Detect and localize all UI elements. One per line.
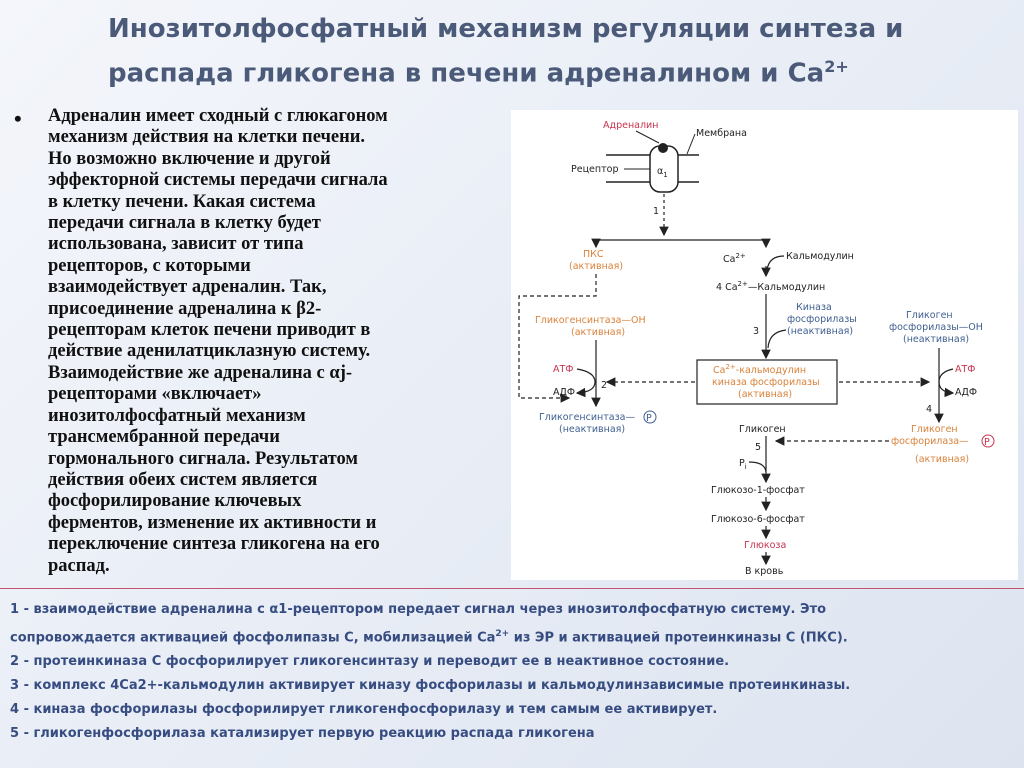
box-line-2: киназа фосфорилазы <box>712 377 820 388</box>
title-line-2: распада гликогена в печени адреналином и… <box>108 57 849 89</box>
adp-right: АДФ <box>955 387 977 398</box>
calmodulin-label: Кальмодулин <box>786 251 854 262</box>
ca4-calmodulin-label: 4 Ca2+—Кальмодулин <box>716 280 825 293</box>
atp-left: АТФ <box>553 364 573 375</box>
gs-active-label: Гликогенсинтаза—ОН <box>535 315 646 326</box>
note-3: 3 - комплекс 4Са2+-кальмодулин активируе… <box>10 678 851 694</box>
note-4: 4 - киназа фосфорилазы фосфорилирует гли… <box>10 702 718 718</box>
ca-label: Ca2+ <box>723 252 746 265</box>
alpha1-label: α1 <box>657 166 668 179</box>
active-kinase-box <box>696 359 838 405</box>
adp-left: АДФ <box>553 387 575 398</box>
gp-active-state: (активная) <box>915 454 969 465</box>
membrane-label: Мембрана <box>696 128 747 139</box>
bullet-line: Адреналин имеет сходный с глюкагоном <box>48 106 388 126</box>
diagram-svg: Адреналин Мембрана Рецептор α1 1 ПКС (ак… <box>518 120 995 577</box>
footnotes: 1 - взаимодействие адреналина с α1-рецеп… <box>10 598 1015 746</box>
note-2: 2 - протеинкиназа С фосфорилирует гликог… <box>10 654 730 670</box>
bullet-line: трансмембранной передачи <box>48 427 280 448</box>
box-line-1: Ca2+-кальмодулин <box>713 363 806 376</box>
note-5: 5 - гликогенфосфорилаза катализирует пер… <box>10 726 595 742</box>
step-5-number: 5 <box>755 442 761 453</box>
kinase-inactive-title-1: Киназа <box>796 302 832 313</box>
bullet-line: присоединение адреналина к β2- <box>48 298 322 319</box>
bullet-line: действие аденилатциклазную систему. <box>48 341 371 362</box>
kinase-inactive-title-2: фосфорилазы <box>787 314 857 325</box>
bullet-line: инозитолфосфатный механизм <box>48 405 306 426</box>
bullet-line: рецепторам клеток печени приводит в <box>48 320 371 341</box>
gp-inactive-title-1: Гликоген <box>906 310 953 321</box>
receptor-shape <box>649 143 679 193</box>
bullet-line: фосфорилирование ключевых <box>48 491 302 512</box>
note-1b: сопровождается активацией фосфолипазы С,… <box>10 629 848 646</box>
atp-right: АТФ <box>955 364 975 375</box>
title-line-1: Инозитолфосфатный механизм регуляции син… <box>108 14 904 44</box>
bullet-line: взаимодействует адреналин. Так, <box>48 277 327 298</box>
slide-title: Инозитолфосфатный механизм регуляции син… <box>108 10 1008 93</box>
bullet-line: действия обеих систем является <box>48 469 318 490</box>
bullet-line: Но возможно включение и другой <box>48 148 331 169</box>
step-3-number: 3 <box>753 326 759 337</box>
box-line-3: (активная) <box>738 389 792 400</box>
pkc-label: ПКС <box>583 249 604 260</box>
glucose-label: Глюкоза <box>744 540 786 551</box>
bullet-line: передачи сигнала в клетку будет <box>48 213 321 234</box>
pkc-state: (активная) <box>569 261 623 272</box>
adrenalin-ligand <box>658 143 668 153</box>
bullet-line: распад. <box>48 555 110 576</box>
gp-inactive-state: (неактивная) <box>903 334 969 345</box>
pi-label: Pi <box>739 458 747 471</box>
bullet-line: Взаимодействие же адреналина с αj- <box>48 362 353 383</box>
phosphate-icon <box>643 410 657 424</box>
bullet-line: в клетку печени. Какая система <box>48 191 316 212</box>
gs-phospho-state: (неактивная) <box>559 424 625 435</box>
bullet-line: использована, зависит от типа <box>48 234 304 255</box>
note-1a: 1 - взаимодействие адреналина с α1-рецеп… <box>10 602 827 617</box>
to-blood-label: В кровь <box>745 566 784 577</box>
gp-active-title-2: фосфорилаза— <box>891 436 969 447</box>
gs-phospho-p: P <box>646 413 652 424</box>
bullet-line: переключение синтеза гликогена на его <box>48 534 380 555</box>
gs-phospho-label: Гликогенсинтаза— <box>539 412 635 423</box>
kinase-inactive-state: (неактивная) <box>787 326 853 337</box>
bullet-line: рецепторов, с которыми <box>48 255 251 276</box>
signaling-diagram: Адреналин Мембрана Рецептор α1 1 ПКС (ак… <box>511 110 1018 580</box>
gp-active-title-1: Гликоген <box>911 424 958 435</box>
bullet-line: механизм действия на клетки печени. <box>48 127 366 148</box>
g6p-label: Глюкозо-6-фосфат <box>711 514 805 525</box>
bullet-line: рецепторами «включает» <box>48 384 262 405</box>
step-4-number: 4 <box>926 404 932 415</box>
receptor-label: Рецептор <box>571 164 618 175</box>
glycogen-label: Гликоген <box>739 424 786 435</box>
step-1-number: 1 <box>653 206 659 217</box>
bullet-text: Адреналин имеет сходный с глюкагоном мех… <box>48 106 504 577</box>
bullet-line: гормонального сигнала. Результатом <box>48 448 358 469</box>
gp-active-p: P <box>984 437 990 448</box>
gs-active-state: (активная) <box>571 327 625 338</box>
bullet-marker: • <box>14 106 22 131</box>
step-2-number: 2 <box>601 380 607 391</box>
gp-inactive-title-2: фосфорилазы—ОН <box>889 322 983 333</box>
phosphate-icon <box>981 434 995 448</box>
adrenalin-label: Адреналин <box>603 120 658 131</box>
section-divider <box>0 588 1024 589</box>
bullet-line: эффекторной системы передачи сигнала <box>48 170 388 191</box>
bullet-line: ферментов, изменение их активности и <box>48 512 377 533</box>
g1p-label: Глюкозо-1-фосфат <box>711 485 805 496</box>
